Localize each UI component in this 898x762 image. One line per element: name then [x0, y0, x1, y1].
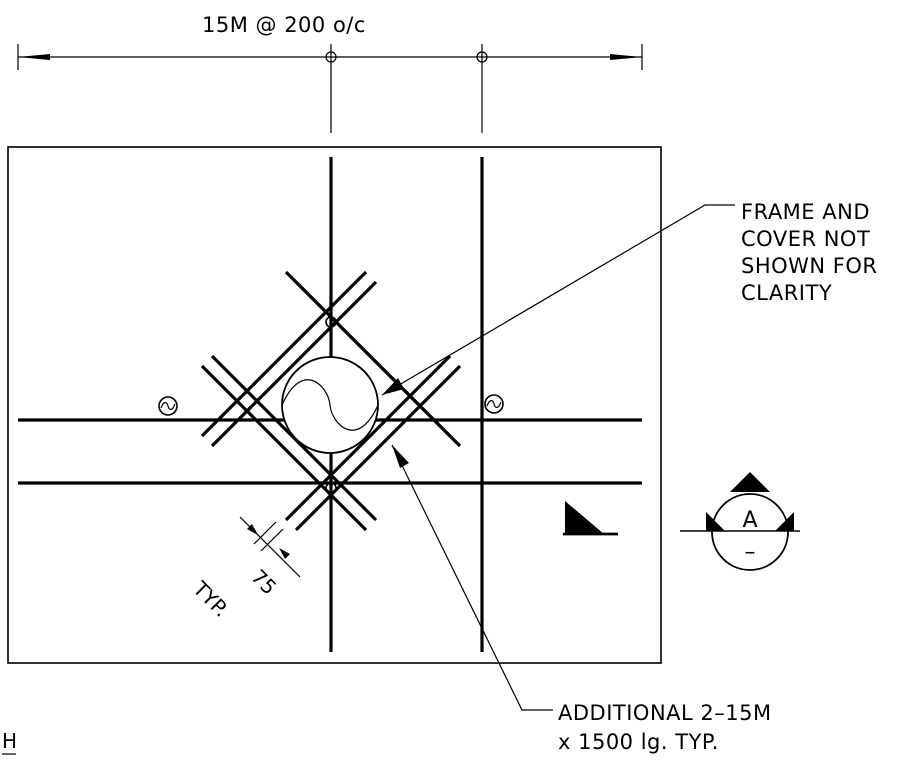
bar-cross-marker-top: [325, 316, 337, 328]
additional-bars-note-line-1: ADDITIONAL 2–15M: [558, 701, 772, 725]
bar-marker-2: [476, 51, 488, 63]
center-opening: [281, 316, 379, 494]
additional-bars-leader-arrow: [392, 445, 409, 468]
dimension-label: 15M @ 200 o/c: [202, 13, 366, 37]
additional-bars-note-line-2: x 1500 lg. TYP.: [558, 730, 719, 754]
frame-cover-leader: [381, 204, 735, 396]
frame-cover-leader-arrow: [382, 378, 404, 395]
additional-bars-leader: [391, 444, 553, 711]
spacing-dim-tick-1: [253, 521, 277, 545]
dim-arrow-right: [610, 54, 642, 60]
cropped-text-fragment: H: [2, 729, 17, 753]
spacing-typ-label: TYP.: [188, 576, 234, 622]
frame-cover-note-line-3: SHOWN FOR: [741, 254, 878, 278]
spacing-value: 75: [246, 565, 281, 600]
diag-bar-lower-right-a: [284, 354, 452, 522]
spacing-dim-arrow-1: [247, 524, 258, 535]
frame-cover-note-line-1: FRAME AND: [741, 200, 870, 224]
break-symbol-left-wave: [160, 401, 176, 411]
additional-bars-note: ADDITIONAL 2–15M x 1500 lg. TYP.: [558, 701, 772, 754]
diag-bar-upper-right-b: [294, 280, 462, 448]
section-marker-sheet: –: [745, 540, 756, 565]
slab-outline: [7, 146, 662, 664]
dim-arrow-left: [18, 54, 50, 60]
frame-cover-note-line-2: COVER NOT: [741, 227, 870, 251]
opening-break-line: [281, 379, 379, 431]
spacing-dimension: 75 TYP.: [188, 516, 301, 622]
diag-bar-lower-left-a: [200, 364, 368, 532]
bar-cross-marker-bottom: [325, 482, 337, 494]
spacing-dim-arrow-2: [279, 548, 290, 559]
section-cut-indicator: [563, 501, 618, 536]
spacing-dim-line: [239, 516, 301, 578]
break-symbol-left: [158, 396, 178, 416]
bar-marker-1: [325, 51, 337, 63]
break-symbol-right-wave: [486, 399, 502, 409]
diag-bar-upper-left-b: [210, 280, 378, 448]
diag-bar-upper-left-a: [200, 270, 368, 438]
section-marker-letter: A: [742, 508, 757, 533]
diag-bar-lower-right-b: [294, 364, 462, 532]
top-dimension: 15M @ 200 o/c: [17, 13, 643, 133]
spacing-dim-tick-2: [260, 528, 284, 552]
section-cut-flag: [565, 501, 604, 534]
frame-cover-leader-line: [381, 204, 735, 396]
frame-cover-note-line-4: CLARITY: [741, 281, 832, 305]
break-symbols: [158, 394, 504, 416]
section-marker-arrow-right: [775, 512, 794, 531]
additional-diagonal-bars: [200, 270, 462, 532]
frame-cover-note: FRAME AND COVER NOT SHOWN FOR CLARITY: [741, 200, 878, 305]
additional-bars-leader-line: [391, 444, 553, 711]
section-marker-circle: [711, 493, 789, 571]
section-marker-arrow-left: [706, 512, 725, 531]
section-marker-arrow-top: [730, 472, 770, 492]
section-marker: A –: [680, 472, 800, 571]
break-symbol-right: [484, 394, 504, 414]
